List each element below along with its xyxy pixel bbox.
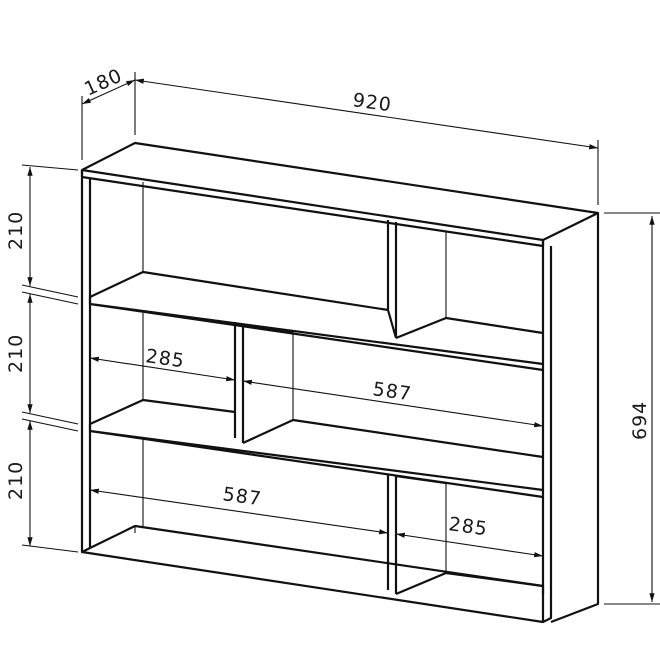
shelf-body: [80, 141, 600, 624]
shelf-two: [88, 398, 544, 499]
upper-divider: [386, 220, 398, 339]
mid-left-dimension-line: [89, 356, 236, 382]
row-middle-label: 210: [5, 334, 27, 373]
bottom-right-width-label: 285: [447, 513, 489, 540]
dimension-labels: 180 920 694 210 210 210 285 587 587 285: [5, 64, 651, 540]
left-side-panel: [80, 170, 92, 554]
lower-right-floor: [395, 571, 544, 596]
width-label: 920: [351, 89, 393, 116]
bottom-right-dimension-line: [395, 532, 544, 558]
dimension-lines: [21, 72, 660, 605]
bottom-panel: [81, 524, 545, 624]
shelf-one: [88, 270, 544, 372]
width-dimension-line: [134, 78, 599, 150]
depth-dimension-line: [81, 79, 136, 105]
row-bottom-label: 210: [5, 461, 27, 500]
row-top-label: 210: [5, 211, 27, 250]
top-panel: [80, 141, 600, 242]
right-side-panel: [541, 240, 553, 624]
bottom-left-dimension-line: [89, 488, 389, 535]
mid-right-dimension-line: [242, 379, 544, 428]
height-label: 694: [629, 401, 651, 440]
mid-left-width-label: 285: [144, 345, 186, 372]
mid-right-width-label: 587: [371, 378, 413, 405]
right-side-outer: [550, 213, 600, 624]
depth-label: 180: [81, 64, 126, 100]
bottom-left-width-label: 587: [221, 483, 263, 510]
